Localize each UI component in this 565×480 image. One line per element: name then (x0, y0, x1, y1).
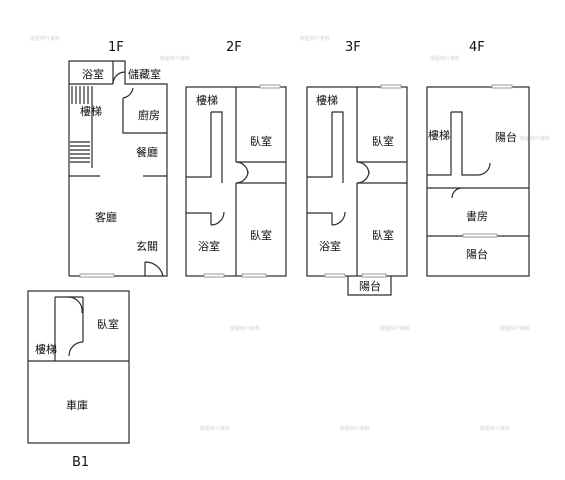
room-1f-storage: 儲藏室 (128, 67, 161, 81)
floor-3f-label: 3F (345, 40, 361, 55)
room-4f-stairs: 樓梯 (428, 128, 450, 142)
room-1f-living: 客廳 (95, 210, 117, 224)
svg-text:房屋仲介資料: 房屋仲介資料 (300, 35, 330, 42)
watermark-pattern: 房屋仲介資料 房屋仲介資料 房屋仲介資料 房屋仲介資料 房屋仲介資料 房屋仲介資… (30, 35, 550, 432)
svg-text:房屋仲介資料: 房屋仲介資料 (430, 55, 460, 62)
room-b1-stairs: 樓梯 (35, 342, 57, 356)
room-3f-bedroom-top: 臥室 (372, 134, 394, 148)
floor-1f-label: 1F (108, 40, 124, 55)
room-3f-bedroom-bottom: 臥室 (372, 228, 394, 242)
svg-text:房屋仲介資料: 房屋仲介資料 (30, 35, 60, 42)
svg-text:房屋仲介資料: 房屋仲介資料 (200, 425, 230, 432)
room-1f-bath: 浴室 (82, 67, 104, 81)
room-1f-stairs: 樓梯 (80, 104, 102, 118)
room-3f-stairs: 樓梯 (316, 93, 338, 107)
room-1f-dining: 餐廳 (136, 145, 158, 159)
svg-text:房屋仲介資料: 房屋仲介資料 (230, 325, 260, 332)
svg-text:房屋仲介資料: 房屋仲介資料 (520, 135, 550, 142)
room-3f-bath: 浴室 (319, 239, 341, 253)
svg-text:房屋仲介資料: 房屋仲介資料 (340, 425, 370, 432)
floor-2f-label: 2F (226, 40, 242, 55)
room-4f-balcony-bottom: 陽台 (466, 247, 488, 261)
room-4f-study: 書房 (466, 209, 488, 223)
floor-4f: 4F 樓梯 陽台 書房 陽台 (426, 40, 530, 277)
room-2f-bath: 浴室 (198, 239, 220, 253)
room-2f-stairs: 樓梯 (196, 93, 218, 107)
svg-text:房屋仲介資料: 房屋仲介資料 (160, 55, 190, 62)
room-1f-kitchen: 廚房 (138, 108, 160, 122)
room-2f-bedroom-bottom: 臥室 (250, 228, 272, 242)
room-4f-balcony-top: 陽台 (495, 130, 517, 144)
floor-b1-label: B1 (72, 455, 89, 470)
floor-b1: 臥室 樓梯 車庫 B1 (27, 290, 130, 470)
svg-text:房屋仲介資料: 房屋仲介資料 (500, 325, 530, 332)
room-1f-entry: 玄關 (136, 239, 158, 253)
floor-2f: 2F 樓梯 臥室 浴室 臥室 (185, 40, 287, 278)
stairs-1f-top (71, 86, 89, 104)
floor-3f: 3F 樓梯 臥室 浴室 臥室 陽台 (306, 40, 408, 296)
stairs-1f-bottom (70, 141, 90, 163)
room-b1-bedroom: 臥室 (97, 317, 119, 331)
room-b1-garage: 車庫 (66, 398, 88, 412)
svg-text:房屋仲介資料: 房屋仲介資料 (380, 325, 410, 332)
room-3f-balcony: 陽台 (359, 279, 381, 293)
room-2f-bedroom-top: 臥室 (250, 134, 272, 148)
floor-4f-label: 4F (469, 40, 485, 55)
svg-text:房屋仲介資料: 房屋仲介資料 (480, 425, 510, 432)
floor-1f: 1F (68, 40, 168, 278)
